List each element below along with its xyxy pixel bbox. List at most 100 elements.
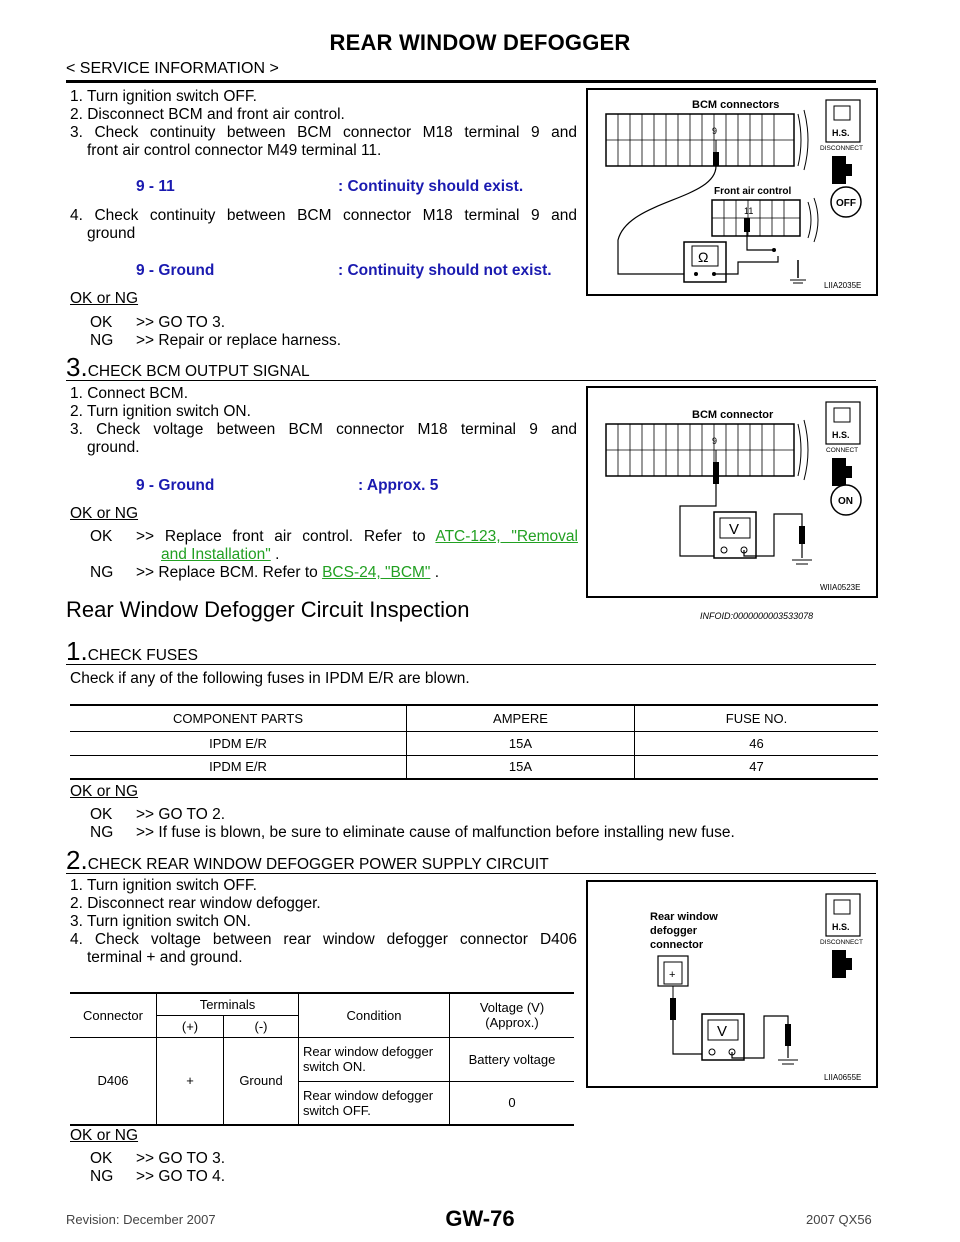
hs-icon (825, 401, 861, 445)
svg-text:9: 9 (712, 126, 717, 136)
step1-rule (66, 664, 876, 665)
link-atc-123[interactable]: ATC-123, "Removal (435, 528, 578, 545)
figure-bcm-voltage: BCM connector 9 V H.S. CONNECT ON WIIA0 (586, 386, 878, 598)
spec2-value: : Continuity should not exist. (338, 262, 552, 279)
step2-heading: 2.CHECK REAR WINDOW DEFOGGER POWER SUPPL… (66, 845, 549, 876)
table-cell: + (156, 1037, 224, 1126)
svg-text:DISCONNECT: DISCONNECT (820, 939, 863, 946)
voltage-table: Connector Terminals Condition Voltage (V… (70, 992, 574, 1126)
section-heading: Rear Window Defogger Circuit Inspection (66, 597, 470, 622)
ng-text: >> GO TO 4. (136, 1168, 226, 1185)
step2-rule (66, 873, 876, 874)
table-cell: D406 (70, 1037, 157, 1126)
ng-label: NG (90, 564, 114, 581)
figure-code: LIIA2035E (824, 281, 861, 290)
disconnect-icon (832, 950, 852, 978)
block1-steps: 1. Turn ignition switch OFF. 2. Disconne… (70, 88, 577, 160)
table-header: Terminals (156, 993, 299, 1016)
ignition-off-icon (830, 186, 862, 218)
step-item: ground (87, 225, 136, 242)
table-cell: 46 (749, 735, 764, 751)
link-bcs-24[interactable]: BCS-24, "BCM" (322, 564, 431, 581)
step-item: 4. Check voltage between rear window def… (70, 931, 577, 948)
fuse-table: COMPONENT PARTS AMPERE FUSE NO. IPDM E/R… (70, 704, 878, 780)
step3-steps: 1. Connect BCM. 2. Turn ignition switch … (70, 385, 577, 457)
page-subtitle: < SERVICE INFORMATION > (66, 60, 279, 77)
step-number: 2. (66, 845, 88, 875)
step-item: 3. Check voltage between BCM connector M… (70, 421, 577, 438)
step2-steps: 1. Turn ignition switch OFF. 2. Disconne… (70, 877, 577, 967)
svg-text:defogger: defogger (650, 925, 698, 937)
step-title: CHECK FUSES (87, 647, 198, 664)
spec1-label: 9 - 11 (136, 178, 175, 195)
step1-text: Check if any of the following fuses in I… (70, 670, 470, 687)
page-number: GW-76 (445, 1206, 515, 1231)
table-row: IPDM E/R 15A 47 (70, 755, 878, 779)
ng-label: NG (90, 332, 114, 349)
spec1-value: : Continuity should exist. (338, 178, 524, 195)
ignition-on-icon (830, 484, 862, 516)
ok-text: >> GO TO 2. (136, 806, 226, 823)
ok-ng-label: OK or NG (70, 1127, 139, 1144)
svg-text:OFF: OFF (836, 198, 856, 209)
info-id: INFOID:0000000003533078 (700, 611, 814, 621)
step1-heading: 1.CHECK FUSES (66, 636, 198, 667)
svg-text:H.S.: H.S. (832, 430, 850, 440)
step-item: ground. (87, 439, 140, 456)
table-header: AMPERE (406, 705, 635, 731)
connect-icon (832, 458, 852, 486)
figure-label-bcm: BCM connectors (692, 99, 779, 111)
footer-model: 2007 QX56 (806, 1212, 872, 1227)
ok-label: OK (90, 806, 113, 823)
table-cell: 47 (749, 759, 764, 775)
step-item: 2. Disconnect rear window defogger. (70, 895, 321, 912)
ok-ng-label: OK or NG (70, 505, 139, 522)
table-header: (+) (156, 1015, 224, 1038)
table-cell: Ground (223, 1037, 299, 1126)
svg-text:9: 9 (712, 436, 717, 446)
table-cell: Battery voltage (449, 1037, 574, 1082)
svg-text:H.S.: H.S. (832, 922, 850, 932)
step-number: 1. (66, 636, 88, 666)
ok-text: >> GO TO 3. (136, 1150, 226, 1167)
disconnect-icon (832, 156, 852, 184)
figure-bcm-front-air-continuity: BCM connectors 9 Front air control 11 (586, 88, 878, 296)
step-title: CHECK REAR WINDOW DEFOGGER POWER SUPPLY … (87, 856, 549, 873)
step-item: 3. Check continuity between BCM connecto… (70, 124, 577, 141)
svg-text:LIIA0655E: LIIA0655E (824, 1073, 861, 1082)
step-item: 2. Turn ignition switch ON. (70, 403, 251, 420)
step3-spec-label: 9 - Ground (136, 477, 215, 494)
link-atc-123-cont[interactable]: and Installation" (161, 546, 271, 563)
hs-icon (825, 893, 861, 937)
ok-ng-label: OK or NG (70, 783, 139, 800)
ng-label: NG (90, 824, 114, 841)
svg-text:WIIA0523E: WIIA0523E (820, 583, 860, 592)
table-header: Voltage (V)(Approx.) (449, 993, 574, 1038)
table-header: Connector (70, 993, 157, 1038)
ok-label: OK (90, 528, 113, 545)
page-title: REAR WINDOW DEFOGGER (329, 30, 631, 55)
svg-text:ON: ON (838, 496, 853, 507)
step-item: 2. Disconnect BCM and front air control. (70, 106, 345, 123)
svg-text:CONNECT: CONNECT (826, 447, 858, 454)
header-rule (66, 80, 876, 83)
ng-label: NG (90, 1168, 114, 1185)
svg-text:DISCONNECT: DISCONNECT (820, 145, 863, 152)
step3-spec-value: : Approx. 5 (358, 477, 439, 494)
table-cell: 0 (449, 1081, 574, 1126)
step-item: 3. Turn ignition switch ON. (70, 913, 251, 930)
table-cell: 15A (406, 755, 635, 779)
svg-text:V: V (717, 1023, 727, 1040)
ok-ng-label: OK or NG (70, 290, 139, 307)
svg-text:+: + (669, 969, 675, 981)
figure-defogger-voltage: Rear window defogger connector + V H.S. … (586, 880, 878, 1088)
ng-text: >> Repair or replace harness. (136, 332, 342, 349)
hs-icon (825, 99, 861, 143)
ng-text: >> If fuse is blown, be sure to eliminat… (136, 824, 735, 841)
step-number: 3. (66, 352, 88, 382)
block1-step4: 4. Check continuity between BCM connecto… (70, 207, 577, 243)
ok-text: >> Replace front air control. Refer to A… (136, 528, 578, 563)
ohm-symbol: Ω (698, 249, 708, 265)
